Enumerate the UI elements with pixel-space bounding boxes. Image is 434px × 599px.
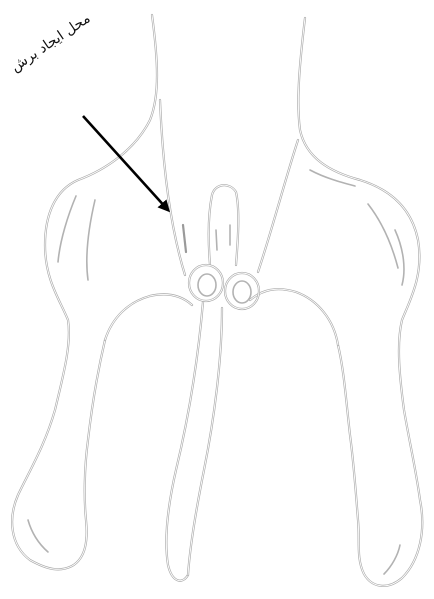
right-leg-outline — [250, 18, 422, 586]
incision-mark — [183, 225, 186, 252]
annotation-arrow — [83, 116, 168, 210]
inner-thigh-lines — [160, 100, 298, 275]
prepuce-outline — [209, 185, 239, 265]
tail-outline — [166, 302, 222, 581]
scrotum-outline — [189, 265, 259, 309]
left-leg-outline — [12, 15, 192, 569]
